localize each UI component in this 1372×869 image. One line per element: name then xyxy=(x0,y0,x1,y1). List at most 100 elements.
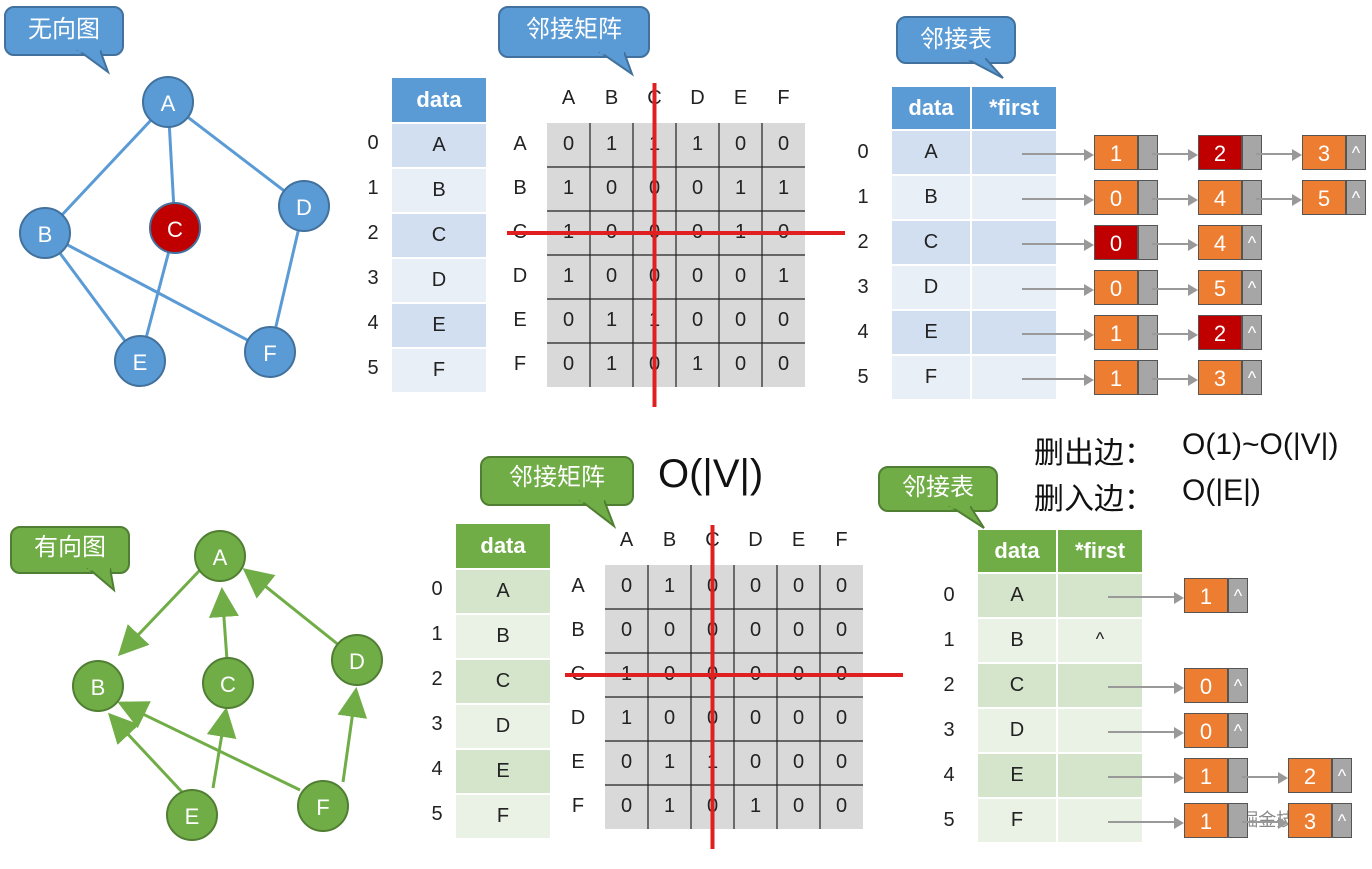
top-matrix-cell: 0 xyxy=(734,265,747,287)
bottom-list-index: 2 xyxy=(943,674,955,696)
top-list-node-value: 3 xyxy=(1198,360,1242,395)
top-list-arrowhead xyxy=(1084,193,1094,206)
top-list-node-pointer: ^ xyxy=(1242,270,1262,305)
bottom-list-arrowhead xyxy=(1278,816,1288,829)
bottom-matrix-cell: 0 xyxy=(835,575,848,597)
bottom-list-node-value: 1 xyxy=(1184,578,1228,613)
bottom-list-index: 0 xyxy=(943,584,955,606)
top-matrix-cell: 0 xyxy=(605,265,618,287)
bottom-data-cell: A xyxy=(456,570,550,613)
undirected-node-a: A xyxy=(142,76,194,128)
callout-tail xyxy=(598,52,635,77)
bottom-list-arrow xyxy=(1108,685,1176,688)
top-list-arrowhead xyxy=(1084,283,1094,296)
undirected-node-c: C xyxy=(149,202,201,254)
top-list-arrow xyxy=(1152,332,1188,335)
top-list-index: 5 xyxy=(857,366,869,388)
bottom-list-node-pointer: ^ xyxy=(1332,758,1352,793)
top-list-node-pointer: ^ xyxy=(1242,225,1262,260)
bottom-matrix-col-label: E xyxy=(791,529,806,551)
top-list-arrowhead xyxy=(1188,283,1198,296)
bottom-list-data-cell: F xyxy=(978,799,1056,842)
bottom-list-data-cell: A xyxy=(978,574,1056,617)
top-list-index: 2 xyxy=(857,231,869,253)
delete-out-value: O(1)~O(|V|) xyxy=(1182,428,1339,461)
top-list-arrowhead xyxy=(1084,148,1094,161)
top-index: 3 xyxy=(367,267,379,289)
bottom-list-data-cell: C xyxy=(978,664,1056,707)
callout-top-list: 邻接表 xyxy=(896,16,1016,64)
top-matrix-cell: 1 xyxy=(562,177,575,199)
top-matrix-cell: 1 xyxy=(777,265,790,287)
bottom-index: 4 xyxy=(431,758,443,780)
top-matrix-cell: 0 xyxy=(691,177,704,199)
directed-node-d: D xyxy=(331,634,383,686)
top-list-data-cell: B xyxy=(892,176,970,219)
bottom-index: 3 xyxy=(431,713,443,735)
bottom-matrix-cell: 1 xyxy=(663,751,676,773)
top-list-arrowhead xyxy=(1188,193,1198,206)
bottom-matrix-cell: 0 xyxy=(792,795,805,817)
top-list-arrow xyxy=(1022,332,1086,335)
bottom-matrix-cell: 0 xyxy=(620,619,633,641)
top-list-arrow xyxy=(1152,242,1188,245)
top-list-arrow xyxy=(1022,152,1086,155)
bottom-matrix-cell: 0 xyxy=(792,707,805,729)
directed-node-b: B xyxy=(72,660,124,712)
bottom-list-node-pointer: ^ xyxy=(1332,803,1352,838)
bottom-matrix-cell: 1 xyxy=(663,575,676,597)
top-list-node-pointer: ^ xyxy=(1242,360,1262,395)
bottom-list-index: 3 xyxy=(943,719,955,741)
bottom-data-cell: D xyxy=(456,705,550,748)
top-list-node-value: 0 xyxy=(1094,225,1138,260)
bottom-index: 2 xyxy=(431,668,443,690)
directed-node-f: F xyxy=(297,780,349,832)
top-list-node-value: 0 xyxy=(1094,270,1138,305)
top-list-node-pointer: ^ xyxy=(1346,135,1366,170)
top-matrix-cell: 0 xyxy=(734,353,747,375)
delete-in-label: 删入边： xyxy=(1034,483,1154,516)
bottom-matrix-cell: 0 xyxy=(620,575,633,597)
bottom-list-arrow xyxy=(1108,775,1176,778)
bottom-list-data-cell: E xyxy=(978,754,1056,797)
top-list-arrow xyxy=(1152,287,1188,290)
matrix-complexity: O(|V|) xyxy=(658,452,764,496)
top-list-arrowhead xyxy=(1292,193,1302,206)
top-matrix-cell: 1 xyxy=(605,309,618,331)
top-list-arrowhead xyxy=(1188,328,1198,341)
bottom-list-arrowhead xyxy=(1174,591,1184,604)
top-list-node-value: 4 xyxy=(1198,225,1242,260)
top-matrix-cell: 1 xyxy=(691,133,704,155)
bottom-list-node-pointer: ^ xyxy=(1228,668,1248,703)
bottom-matrix-col-label: F xyxy=(835,529,848,551)
bottom-list-arrowhead xyxy=(1174,816,1184,829)
top-matrix-col-label: E xyxy=(733,87,748,109)
top-list-node-value: 0 xyxy=(1094,180,1138,215)
top-list-index: 0 xyxy=(857,141,869,163)
top-list-node-pointer: ^ xyxy=(1346,180,1366,215)
callout-top-matrix: 邻接矩阵 xyxy=(498,6,650,58)
top-list-data-cell: F xyxy=(892,356,970,399)
top-list-index: 1 xyxy=(857,186,869,208)
top-index: 2 xyxy=(367,222,379,244)
bottom-matrix-col-label: D xyxy=(748,529,763,551)
top-matrix-cell: 0 xyxy=(734,309,747,331)
callout-tail xyxy=(86,568,116,593)
callout-directed-graph: 有向图 xyxy=(10,526,130,574)
top-matrix-cell: 0 xyxy=(777,353,790,375)
top-list-arrow xyxy=(1256,152,1292,155)
bottom-list-data-cell: B xyxy=(978,619,1056,662)
bottom-list-node-value: 2 xyxy=(1288,758,1332,793)
top-matrix-cell: 1 xyxy=(734,177,747,199)
top-list-arrow xyxy=(1256,197,1292,200)
bottom-list-node-value: 0 xyxy=(1184,713,1228,748)
top-matrix-cell: 0 xyxy=(562,309,575,331)
bottom-list-first-header: *first xyxy=(1058,530,1142,572)
bottom-matrix-row-label: A xyxy=(571,575,585,597)
bottom-matrix-cell: 0 xyxy=(620,751,633,773)
bottom-list-null: ^ xyxy=(1095,629,1105,649)
bottom-data-cell: F xyxy=(456,795,550,838)
directed-node-e: E xyxy=(166,789,218,841)
bottom-list-node-pointer: ^ xyxy=(1228,713,1248,748)
top-matrix-cell: 0 xyxy=(691,265,704,287)
